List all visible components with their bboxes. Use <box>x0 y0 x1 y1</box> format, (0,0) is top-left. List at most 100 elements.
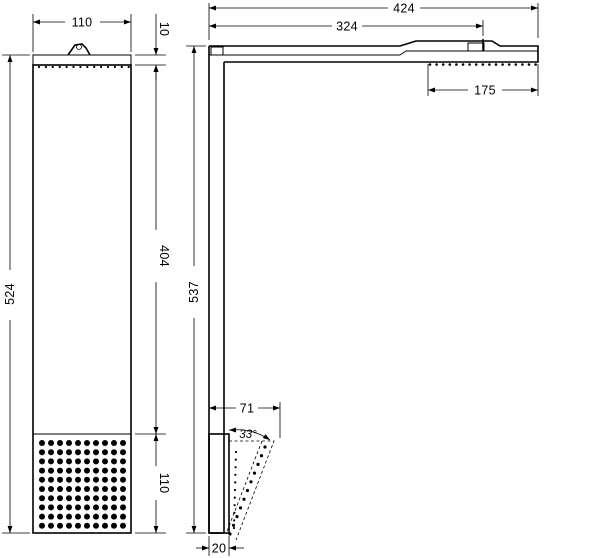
front-nozzle-grid <box>39 440 126 529</box>
nozzle-dot <box>474 63 478 66</box>
nozzle-dot <box>39 449 45 456</box>
nozzle-dot <box>242 497 246 501</box>
dim-bottom-height-label: 110 <box>157 473 171 494</box>
nozzle-dot <box>507 63 511 66</box>
nozzle-dot <box>93 476 99 483</box>
dim-total-height: 524 <box>2 54 30 534</box>
nozzle-dot <box>39 513 45 520</box>
nozzle-dot <box>428 63 432 66</box>
nozzle-dot <box>75 467 81 474</box>
nozzle-dot <box>120 449 126 456</box>
nozzle-dot <box>39 467 45 474</box>
nozzle-dot <box>233 504 236 507</box>
nozzle-dot <box>57 513 63 520</box>
side-shower-arm <box>209 40 539 63</box>
nozzle-dot <box>120 65 123 69</box>
side-wall-mount <box>210 46 224 56</box>
nozzle-dot <box>120 467 126 474</box>
side-tilt-dots <box>228 445 267 536</box>
nozzle-dot <box>84 440 90 446</box>
dim-middle-height: 404 <box>135 65 171 435</box>
side-view <box>208 39 539 541</box>
nozzle-dot <box>501 63 504 66</box>
nozzle-dot <box>66 513 72 520</box>
nozzle-dot <box>39 486 45 492</box>
nozzle-dot <box>234 481 237 484</box>
nozzle-dot <box>48 513 54 520</box>
nozzle-dot <box>234 458 237 461</box>
nozzle-dot <box>93 65 96 69</box>
nozzle-dot <box>111 449 117 456</box>
dim-top-height-label: 10 <box>157 22 171 37</box>
nozzle-dot <box>66 504 72 511</box>
dim-side-height-label: 537 <box>187 281 201 303</box>
nozzle-dot <box>66 440 72 446</box>
nozzle-dot <box>75 486 81 492</box>
nozzle-dot <box>57 440 63 446</box>
nozzle-dot <box>514 63 518 66</box>
nozzle-dot <box>79 65 82 69</box>
nozzle-dot <box>111 476 117 483</box>
nozzle-dot <box>75 449 81 456</box>
nozzle-dot <box>57 522 63 529</box>
nozzle-dot <box>66 486 72 492</box>
nozzle-dot <box>57 486 63 492</box>
nozzle-dot <box>228 532 232 536</box>
nozzle-dot <box>93 495 99 502</box>
nozzle-dot <box>455 63 458 66</box>
nozzle-dot <box>93 458 99 465</box>
nozzle-dot <box>435 63 438 66</box>
nozzle-dot <box>65 65 68 69</box>
nozzle-dot <box>120 486 126 492</box>
dim-base-depth: 20 <box>196 536 244 556</box>
dim-overall-width: 424 <box>208 2 539 40</box>
nozzle-dot <box>48 522 54 529</box>
nozzle-dot <box>37 65 41 69</box>
nozzle-dot <box>231 523 236 527</box>
nozzle-dot <box>120 458 126 465</box>
nozzle-dot <box>263 445 267 449</box>
nozzle-dot <box>84 522 90 529</box>
nozzle-dot <box>57 467 63 474</box>
nozzle-dot <box>238 506 243 510</box>
front-cap-dots <box>37 65 130 69</box>
nozzle-dot <box>93 486 99 492</box>
nozzle-dot <box>57 449 63 456</box>
dim-outlet-depth-label: 71 <box>240 402 255 416</box>
dim-arm-length-label: 324 <box>336 20 358 34</box>
nozzle-dot <box>44 65 48 69</box>
nozzle-dot <box>441 63 445 66</box>
nozzle-dot <box>100 65 103 69</box>
nozzle-dot <box>75 495 81 502</box>
nozzle-dot <box>84 504 90 511</box>
nozzle-dot <box>120 440 126 446</box>
nozzle-dot <box>48 440 54 446</box>
dim-front-width-label: 110 <box>72 16 93 30</box>
nozzle-dot <box>48 449 54 456</box>
nozzle-dot <box>252 471 257 475</box>
nozzle-dot <box>75 440 81 446</box>
nozzle-dot <box>127 65 130 69</box>
nozzle-dot <box>111 495 117 502</box>
nozzle-dot <box>102 522 108 529</box>
nozzle-dot <box>93 522 99 529</box>
nozzle-dot <box>48 467 54 474</box>
nozzle-dot <box>57 476 63 483</box>
nozzle-dot <box>84 513 90 520</box>
nozzle-dot <box>84 449 90 456</box>
nozzle-dot <box>66 476 72 483</box>
nozzle-dot <box>120 522 126 529</box>
nozzle-dot <box>102 495 108 502</box>
nozzle-dot <box>48 504 54 511</box>
nozzle-dot <box>75 522 81 529</box>
nozzle-dot <box>233 488 237 492</box>
nozzle-dot <box>233 496 236 499</box>
nozzle-dot <box>93 504 99 511</box>
dim-top-height: 10 <box>135 14 171 80</box>
nozzle-dot <box>39 440 45 446</box>
nozzle-dot <box>75 476 81 483</box>
nozzle-dot <box>57 495 63 502</box>
nozzle-dot <box>102 504 108 511</box>
nozzle-dot <box>256 462 260 466</box>
